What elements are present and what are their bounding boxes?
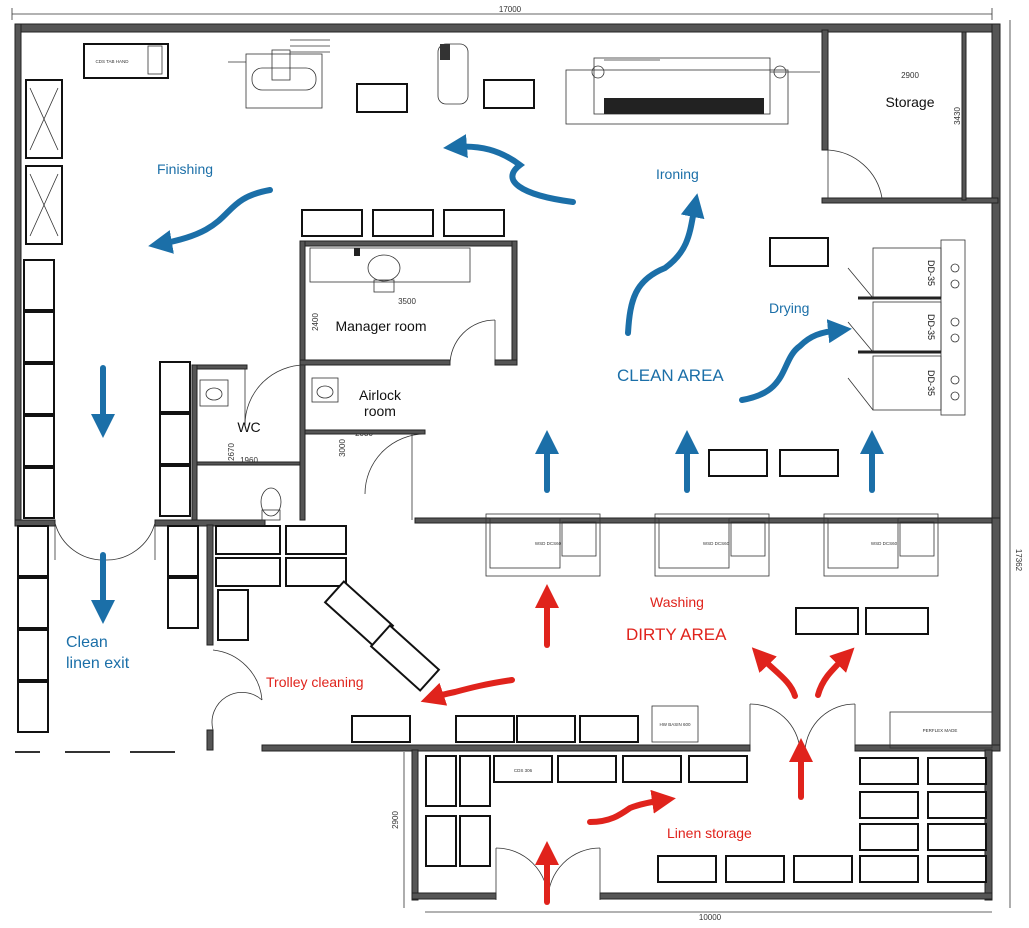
finishing-label: Finishing — [157, 161, 213, 177]
cages-mid-row — [708, 449, 839, 477]
rack-label: PERFLEX MADE — [923, 728, 958, 733]
manager-room: Manager room — [299, 240, 518, 366]
finishing-equipment: CDS TAB HAND — [83, 39, 820, 125]
cages-bottom-upper: HW BASIN 600 PERFLEX MADE — [351, 607, 993, 749]
dim-wc-height: 2670 — [227, 443, 236, 461]
washer-2-label: WSD DCS60 — [703, 541, 730, 546]
dim-total-width: 17000 — [499, 5, 522, 14]
washing-label: Washing — [650, 594, 704, 610]
dim-manager-width: 3500 — [398, 297, 416, 306]
dim-lower-height: 2900 — [391, 811, 400, 829]
dim-storage-width: 2900 — [901, 71, 919, 80]
dim-storage-height: 3430 — [953, 107, 962, 125]
wc-label: WC — [237, 419, 260, 435]
dryers: DD-35 DD-35 DD-35 — [847, 239, 966, 416]
dryer-2-label: DD-35 — [926, 314, 936, 340]
process-labels: Finishing Ironing Drying CLEAN AREA Clea… — [66, 161, 809, 841]
dim-airlock-height: 3000 — [338, 439, 347, 457]
washer-1-label: WSD DCS60 — [535, 541, 562, 546]
trolley-cages — [211, 525, 441, 731]
dimension-lines: 17000 17362 10000 2900 2900 3430 3500 24… — [11, 5, 1023, 922]
dirty-flow-arrows — [420, 584, 855, 905]
table-label: CDS TAB HAND — [95, 59, 129, 64]
trolley-cleaning-label: Trolley cleaning — [266, 674, 364, 690]
storage-room: Storage — [821, 29, 999, 204]
cage-label: CDS 306 — [514, 768, 533, 773]
airlock-label-line2: room — [364, 403, 396, 419]
clean-flow-arrows — [91, 134, 884, 624]
dim-total-height: 17362 — [1014, 549, 1023, 572]
linen-storage-cages: CDS 306 — [425, 755, 987, 901]
dryer-1-label: DD-35 — [926, 260, 936, 286]
exit-label-line2: linen exit — [66, 655, 130, 672]
dim-wc-width: 1960 — [240, 456, 258, 465]
dryer-3-label: DD-35 — [926, 370, 936, 396]
storage-label: Storage — [885, 94, 934, 110]
dim-lower-width: 10000 — [699, 913, 722, 922]
exit-label-line1: Clean — [66, 634, 108, 651]
outer-walls — [14, 23, 1001, 901]
manager-room-label: Manager room — [335, 318, 426, 334]
washer-3-label: WSD DCS60 — [871, 541, 898, 546]
airlock-label-line1: Airlock — [359, 387, 402, 403]
cages-top-row — [301, 209, 829, 267]
exit-door — [54, 522, 156, 561]
linen-storage-label: Linen storage — [667, 825, 752, 841]
dim-manager-height: 2400 — [311, 313, 320, 331]
washers: WSD DCS60 WSD DCS60 WSD DCS60 — [485, 513, 939, 577]
airlock-room: Airlock room — [244, 364, 426, 521]
drying-label: Drying — [769, 300, 809, 316]
basin-label: HW BASIN 600 — [659, 722, 691, 727]
dirty-area-label: DIRTY AREA — [626, 625, 727, 644]
dirty-entrance-door — [749, 703, 856, 751]
clean-area-label: CLEAN AREA — [617, 366, 724, 385]
ironing-label: Ironing — [656, 166, 699, 182]
left-cages — [17, 79, 199, 733]
wc-room: WC — [191, 364, 301, 521]
